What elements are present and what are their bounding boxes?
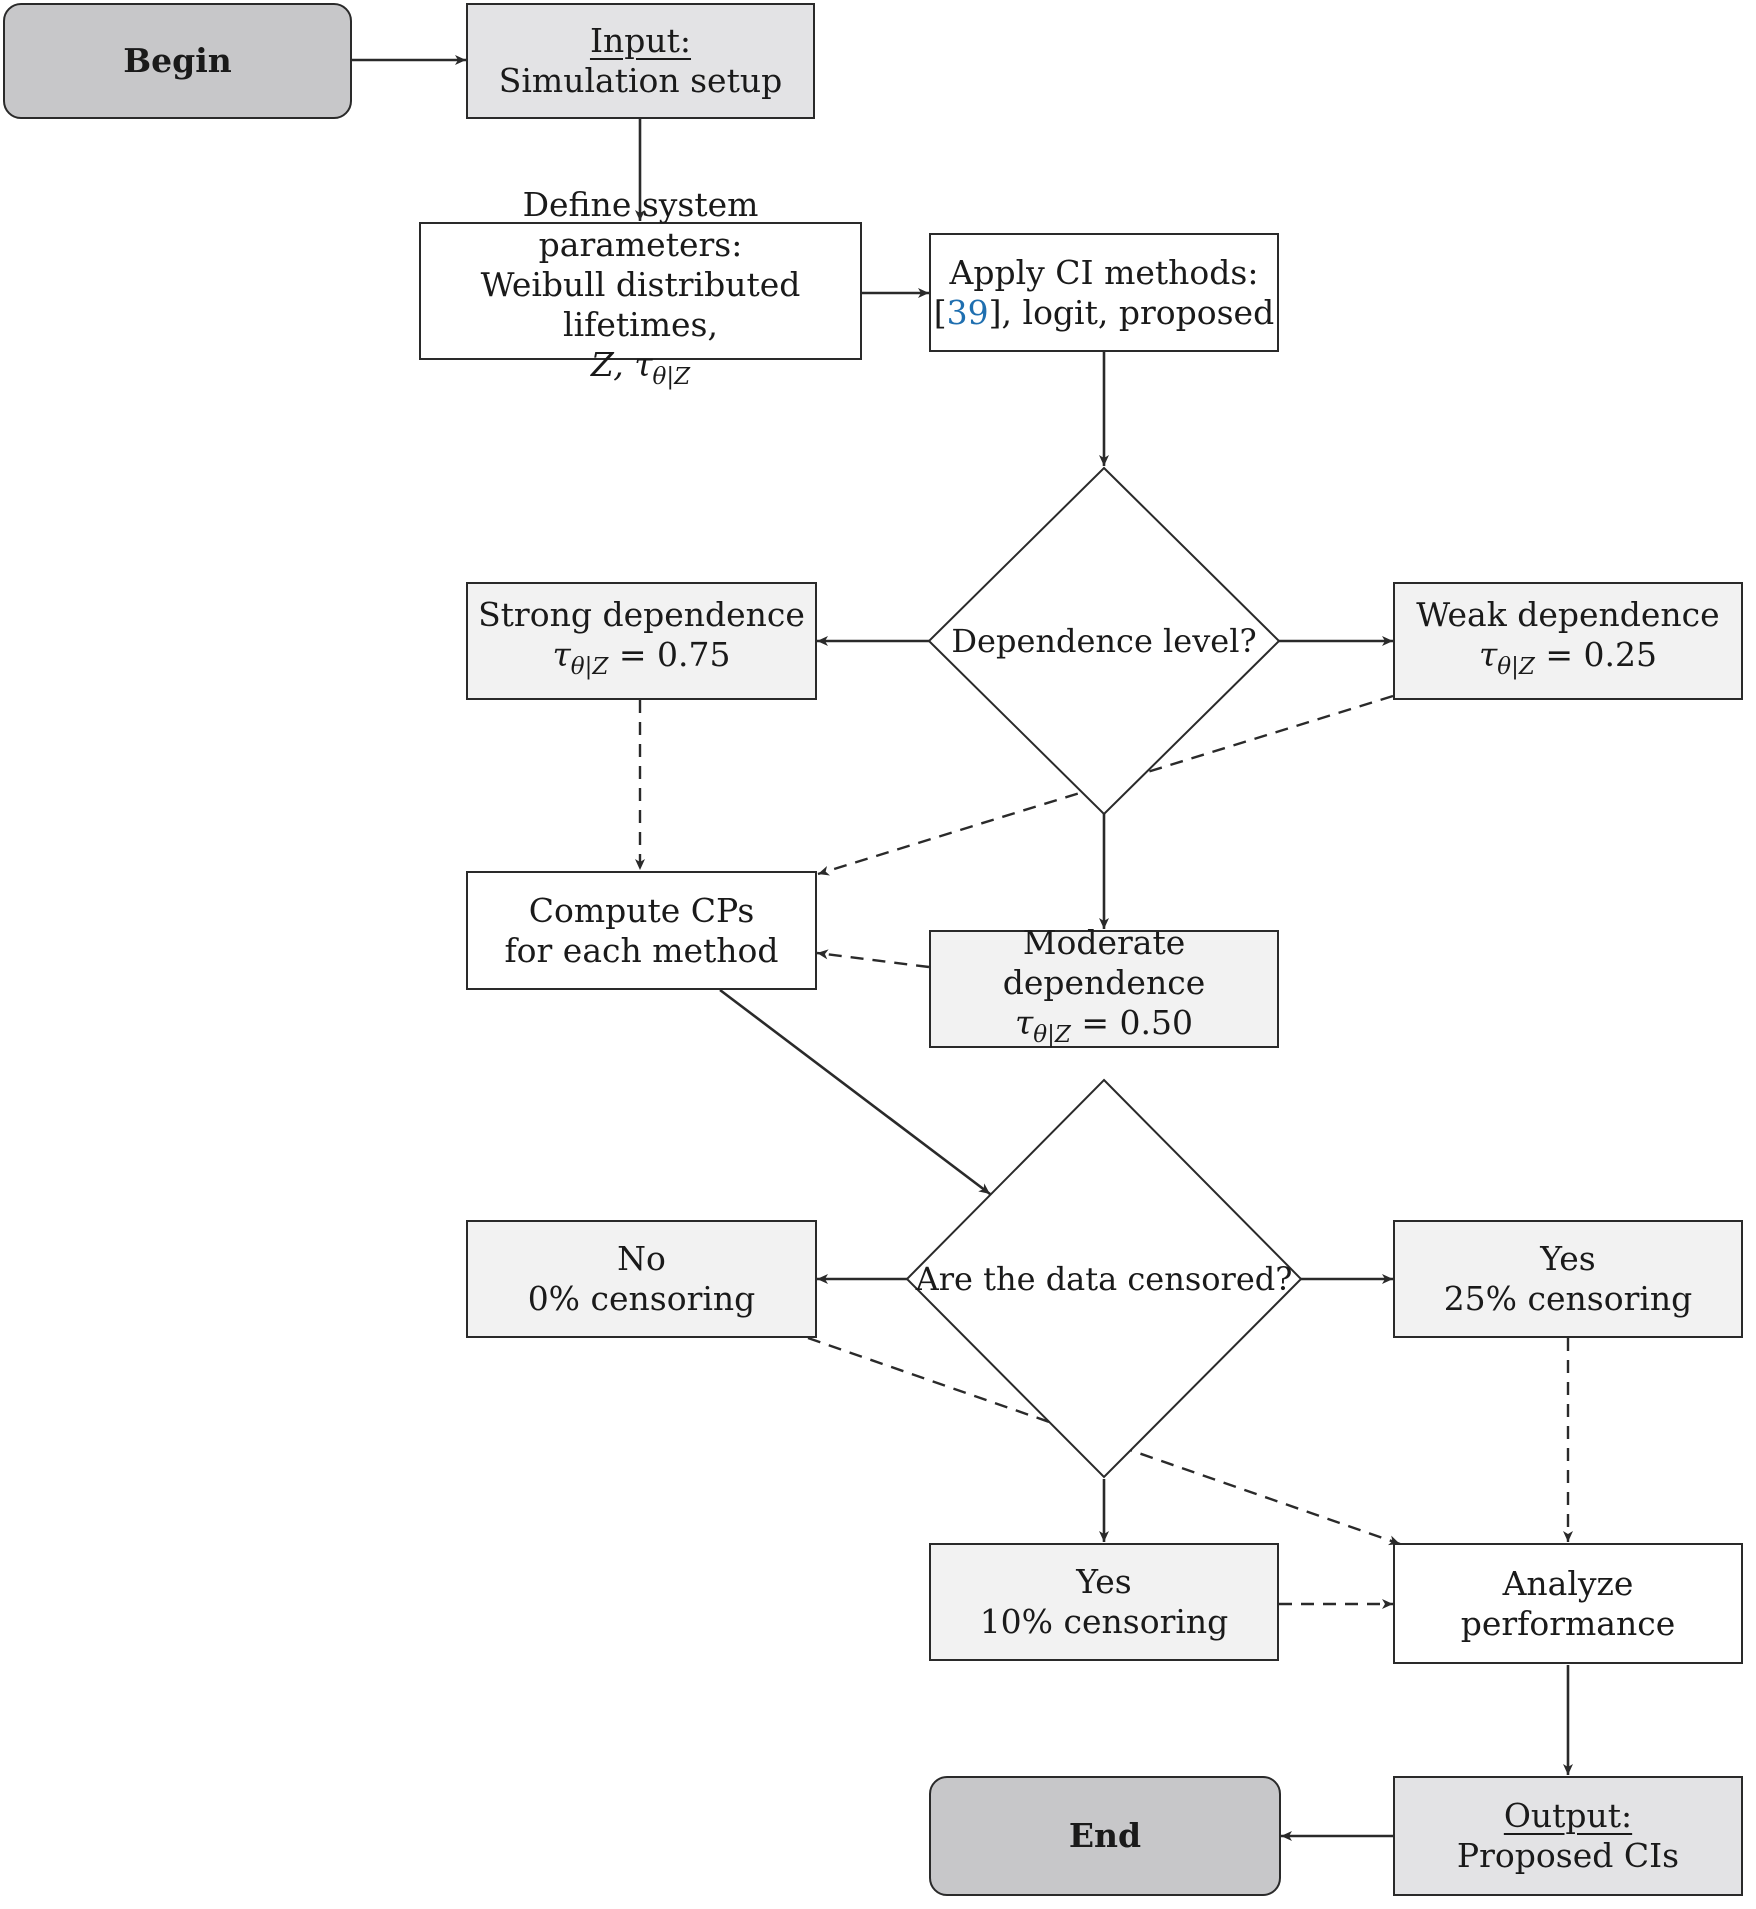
output-title: Output:	[1503, 1796, 1633, 1835]
define-z-symbol: Z,	[590, 345, 624, 384]
yes10-line1: Yes	[1076, 1562, 1132, 1601]
input-title: Input:	[589, 21, 692, 60]
weak-tau-subscript: θ|Z	[1497, 654, 1535, 680]
dependence-label-text: Dependence level?	[951, 622, 1257, 660]
yes10-line2: 10% censoring	[979, 1602, 1229, 1641]
define-line3: Z, τθ|Z	[591, 345, 690, 397]
moderate-value: = 0.50	[1070, 1003, 1193, 1042]
weak-line2: τθ|Z = 0.25	[1479, 635, 1657, 687]
strong-line2: τθ|Z = 0.75	[553, 635, 731, 687]
moderate-dependence-box: Moderate dependence τθ|Z = 0.50	[929, 923, 1279, 1048]
weak-tau-symbol: τ	[1479, 635, 1498, 674]
end-terminal: End	[929, 1776, 1281, 1896]
no-censoring-box: No 0% censoring	[466, 1220, 817, 1338]
strong-tau-subscript: θ|Z	[570, 654, 609, 680]
compute-line2: for each method	[504, 930, 779, 970]
apply-line1: Apply CI methods:	[949, 252, 1259, 292]
censored-question-label: Are the data censored?	[907, 1259, 1301, 1299]
input-text: Simulation setup	[498, 61, 783, 100]
output-text: Proposed CIs	[1456, 1836, 1680, 1875]
define-parameters-box: Define system parameters: Weibull distri…	[419, 185, 862, 390]
compute-line1: Compute CPs	[528, 890, 755, 930]
yes-10-censoring-box: Yes 10% censoring	[929, 1543, 1279, 1661]
dependence-level-label: Dependence level?	[929, 621, 1279, 661]
define-line2: Weibull distributed lifetimes,	[480, 265, 801, 344]
apply-line2: [39], logit, proposed	[933, 292, 1275, 332]
edge-moderate-to-compute	[816, 949, 930, 969]
no-line1: No	[617, 1239, 666, 1278]
strong-value: = 0.75	[608, 635, 731, 674]
censored-label-text: Are the data censored?	[915, 1260, 1293, 1298]
moderate-tau-symbol: τ	[1015, 1003, 1034, 1042]
begin-terminal: Begin	[3, 3, 352, 119]
edge-weak-to-compute	[817, 694, 1394, 876]
moderate-line1: Moderate dependence	[1002, 923, 1206, 1002]
analyze-line2: performance	[1460, 1603, 1676, 1643]
yes25-line1: Yes	[1540, 1239, 1596, 1278]
no-line2: 0% censoring	[527, 1279, 756, 1318]
define-line1: Define system parameters:	[522, 185, 759, 264]
define-tau-symbol: τ	[634, 345, 653, 384]
define-tau-subscript: θ|Z	[652, 364, 691, 390]
analyze-performance-box: Analyze performance	[1393, 1543, 1743, 1664]
edge-compute-to-censored	[719, 988, 991, 1196]
yes-25-censoring-box: Yes 25% censoring	[1393, 1220, 1743, 1338]
decision-diamond-censored	[905, 1078, 1303, 1479]
yes25-line2: 25% censoring	[1443, 1279, 1693, 1318]
moderate-line2: τθ|Z = 0.50	[1015, 1003, 1193, 1055]
weak-line1: Weak dependence	[1416, 595, 1720, 634]
strong-line1: Strong dependence	[478, 595, 805, 634]
apply-line2-rest: , logit, proposed	[1001, 292, 1275, 332]
decision-diamond-dependence	[927, 466, 1281, 816]
weak-dependence-box: Weak dependence τθ|Z = 0.25	[1393, 582, 1743, 700]
output-box: Output: Proposed CIs	[1393, 1776, 1743, 1896]
strong-dependence-box: Strong dependence τθ|Z = 0.75	[466, 582, 817, 700]
strong-tau-symbol: τ	[552, 635, 571, 674]
analyze-line1: Analyze	[1502, 1563, 1634, 1603]
input-box: Input: Simulation setup	[466, 3, 815, 119]
moderate-tau-subscript: θ|Z	[1033, 1022, 1071, 1048]
apply-ci-methods-box: Apply CI methods: [39], logit, proposed	[929, 233, 1279, 352]
begin-label: Begin	[123, 41, 232, 80]
compute-cps-box: Compute CPs for each method	[466, 871, 817, 990]
citation-link[interactable]: 39	[946, 292, 989, 332]
weak-value: = 0.25	[1534, 635, 1657, 674]
end-label: End	[1068, 1816, 1142, 1855]
